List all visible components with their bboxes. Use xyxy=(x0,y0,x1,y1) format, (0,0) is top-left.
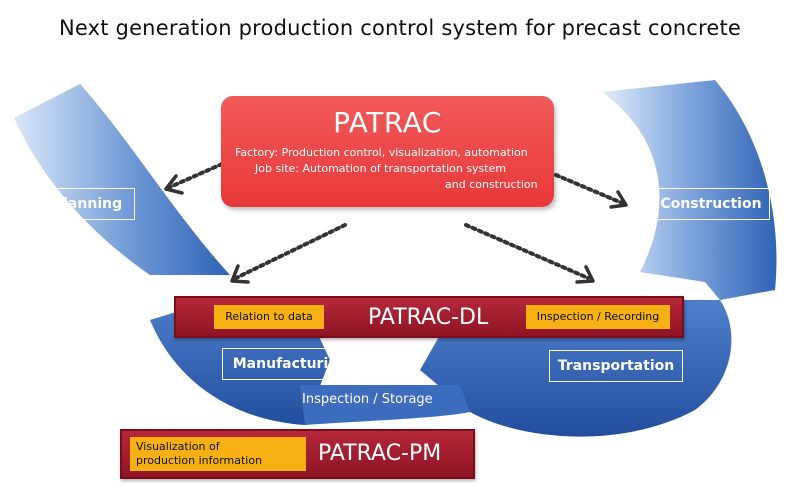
arrowhead-transportation xyxy=(575,265,595,284)
patrac-pm-bar: Visualization of production information … xyxy=(120,429,475,479)
arrowhead-planning xyxy=(164,174,184,195)
patrac-jobsite-text-cont: and construction xyxy=(445,178,538,191)
construction-arrow xyxy=(602,80,777,300)
planning-label: Planning xyxy=(40,188,135,220)
relation-to-data-tag: Relation to data xyxy=(214,305,324,329)
patrac-jobsite-text: Job site: Automation of transportation s… xyxy=(255,162,507,175)
diagram-title: Next generation production control syste… xyxy=(58,16,742,40)
patrac-dl-bar: Relation to data PATRAC-DL Inspection / … xyxy=(174,296,684,338)
arrowhead-construction xyxy=(609,190,628,209)
patrac-factory-text: Factory: Production control, visualizati… xyxy=(235,146,528,159)
dotted-arrow-construction xyxy=(554,173,624,205)
storage-band xyxy=(300,385,470,425)
arrowhead-manufacturing xyxy=(230,264,250,284)
dotted-arrow-planning xyxy=(168,162,224,189)
dotted-arrow-transportation xyxy=(464,223,590,280)
construction-label: Construction xyxy=(652,188,770,220)
transportation-label: Transportation xyxy=(549,350,683,382)
dotted-arrow-manufacturing xyxy=(234,223,347,280)
visualization-tag: Visualization of production information xyxy=(130,437,306,471)
inspection-recording-tag: Inspection / Recording xyxy=(526,305,670,329)
manufacturing-label: Manufacturing xyxy=(222,348,359,380)
visualization-tag-line2: production information xyxy=(136,454,263,467)
patrac-title: PATRAC xyxy=(333,106,442,139)
patrac-box: PATRAC Factory: Production control, visu… xyxy=(221,96,554,207)
planning-arrow xyxy=(14,84,230,275)
patrac-pm-title: PATRAC-PM xyxy=(318,441,442,466)
visualization-tag-line1: Visualization of xyxy=(136,440,220,453)
patrac-dl-title: PATRAC-DL xyxy=(368,305,489,330)
inspection-storage-label: Inspection / Storage xyxy=(302,392,433,407)
